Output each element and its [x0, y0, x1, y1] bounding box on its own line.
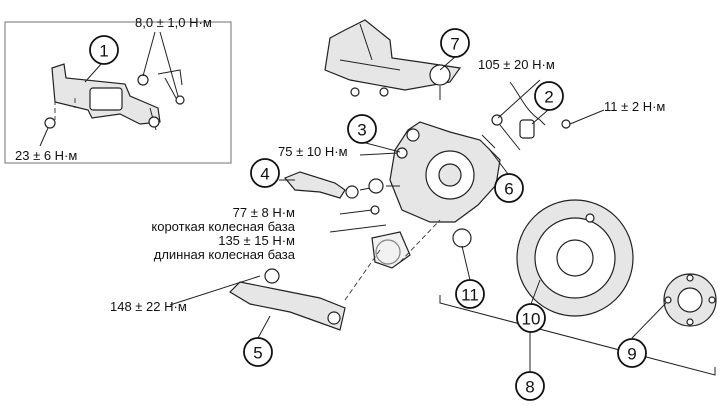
- svg-text:3: 3: [357, 121, 366, 140]
- assembly-bracket-line: [439, 295, 716, 376]
- svg-text:8: 8: [525, 378, 534, 397]
- svg-text:2: 2: [544, 88, 553, 107]
- backing-plate-part: [516, 199, 634, 317]
- wheel-hub-part: [663, 273, 717, 327]
- torque-label-75: 75 ± 10 Н·м: [278, 144, 348, 159]
- callout-5: 5: [243, 337, 273, 367]
- callout-1: 1: [89, 35, 119, 65]
- torque-label-135: 135 ± 15 Н·м: [218, 233, 295, 248]
- torque-label-77: 77 ± 8 Н·м: [233, 205, 295, 220]
- svg-text:5: 5: [253, 344, 262, 363]
- torque-label-inset-top: 8,0 ± 1,0 Н·м: [135, 15, 212, 30]
- torque-label-105: 105 ± 20 Н·м: [478, 57, 555, 72]
- leader-lines: [169, 56, 667, 339]
- knuckle-part: [368, 121, 501, 248]
- torque-label-inset-bottom: 23 ± 6 Н·м: [15, 148, 77, 163]
- callout-2: 2: [534, 81, 564, 111]
- wheel-speed-sensor-part: [481, 81, 571, 151]
- lateral-arm-part: [284, 147, 408, 215]
- svg-text:9: 9: [627, 345, 636, 364]
- height-sensor-part: [39, 31, 185, 147]
- callout-7: 7: [440, 28, 470, 58]
- upper-arm-part: [324, 19, 462, 100]
- svg-text:10: 10: [522, 310, 541, 329]
- torque-note-long-wheelbase: длинная колесная база: [154, 247, 296, 262]
- callout-8: 8: [515, 371, 545, 401]
- torque-label-148: 148 ± 22 Н·м: [110, 299, 187, 314]
- callout-9: 9: [617, 338, 647, 368]
- torque-note-short-wheelbase: короткая колесная база: [151, 219, 295, 234]
- torque-label-11: 11 ± 2 Н·м: [604, 99, 665, 114]
- svg-text:7: 7: [450, 35, 459, 54]
- callout-6: 6: [494, 173, 524, 203]
- svg-text:6: 6: [504, 180, 513, 199]
- callout-4: 4: [250, 158, 280, 188]
- callout-11: 11: [455, 279, 485, 309]
- svg-text:11: 11: [461, 286, 479, 305]
- callout-3: 3: [347, 114, 377, 144]
- svg-text:4: 4: [260, 165, 269, 184]
- lower-arm-part: [229, 219, 441, 331]
- callout-10: 10: [516, 303, 546, 333]
- svg-text:1: 1: [99, 42, 108, 61]
